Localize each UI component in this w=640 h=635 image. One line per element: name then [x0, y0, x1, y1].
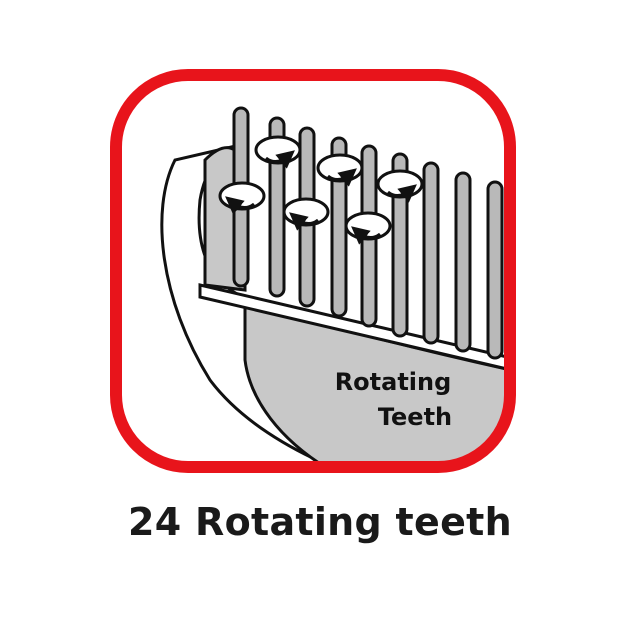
rotate-arrow-icon — [344, 211, 392, 245]
rotate-arrow-icon — [218, 181, 266, 215]
rotation-arrows — [218, 135, 424, 245]
rotate-arrow-icon — [254, 135, 302, 169]
tooth — [422, 161, 440, 345]
tooth — [486, 180, 504, 360]
brush-plate — [198, 283, 510, 374]
inner-label-line1: Rotating — [335, 368, 452, 396]
feature-caption: 24 Rotating teeth — [128, 500, 512, 544]
teeth — [232, 106, 504, 360]
rotate-arrow-icon — [282, 197, 330, 231]
rotate-arrow-icon — [316, 153, 364, 187]
tooth — [454, 171, 472, 353]
red-frame — [110, 69, 516, 473]
rotate-arrow-icon — [376, 169, 424, 203]
brush-head: Rotating Teeth — [160, 106, 510, 467]
inner-label-line2: Teeth — [378, 403, 452, 431]
